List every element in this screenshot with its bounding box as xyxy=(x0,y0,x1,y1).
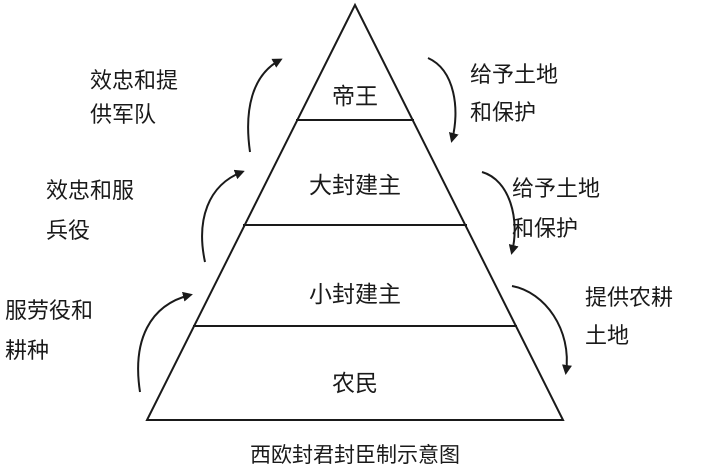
left-label-3-line1: 服劳役和 xyxy=(5,299,93,324)
left-label-2-line1: 效忠和服 xyxy=(46,179,134,204)
right-label-2-line2: 和保护 xyxy=(512,217,578,242)
left-label-3-line2: 耕种 xyxy=(5,339,49,364)
diagram-caption: 西欧封君封臣制示意图 xyxy=(250,443,460,467)
level-great-lords: 大封建主 xyxy=(309,173,401,199)
right-label-1-line2: 和保护 xyxy=(470,101,536,126)
arrow-up-icon xyxy=(137,291,193,393)
pyramid-outline xyxy=(145,2,565,421)
level-emperor: 帝王 xyxy=(332,84,378,110)
arrow-down-icon xyxy=(427,57,459,143)
arrow-down-icon xyxy=(511,285,572,375)
arrow-up-icon xyxy=(201,169,245,263)
right-label-3-line1: 提供农耕 xyxy=(585,286,673,311)
right-label-3-line2: 土地 xyxy=(585,324,629,349)
arrow-down-icon xyxy=(481,171,519,255)
right-label-1-line1: 给予土地 xyxy=(470,63,558,88)
left-label-1-line1: 效忠和提 xyxy=(90,69,178,94)
arrow-up-icon xyxy=(247,58,283,153)
left-label-2-line2: 兵役 xyxy=(46,219,90,244)
level-peasants: 农民 xyxy=(332,371,378,397)
right-label-2-line1: 给予土地 xyxy=(512,177,600,202)
left-label-1-line2: 供军队 xyxy=(90,103,156,128)
level-lesser-lords: 小封建主 xyxy=(309,282,401,308)
